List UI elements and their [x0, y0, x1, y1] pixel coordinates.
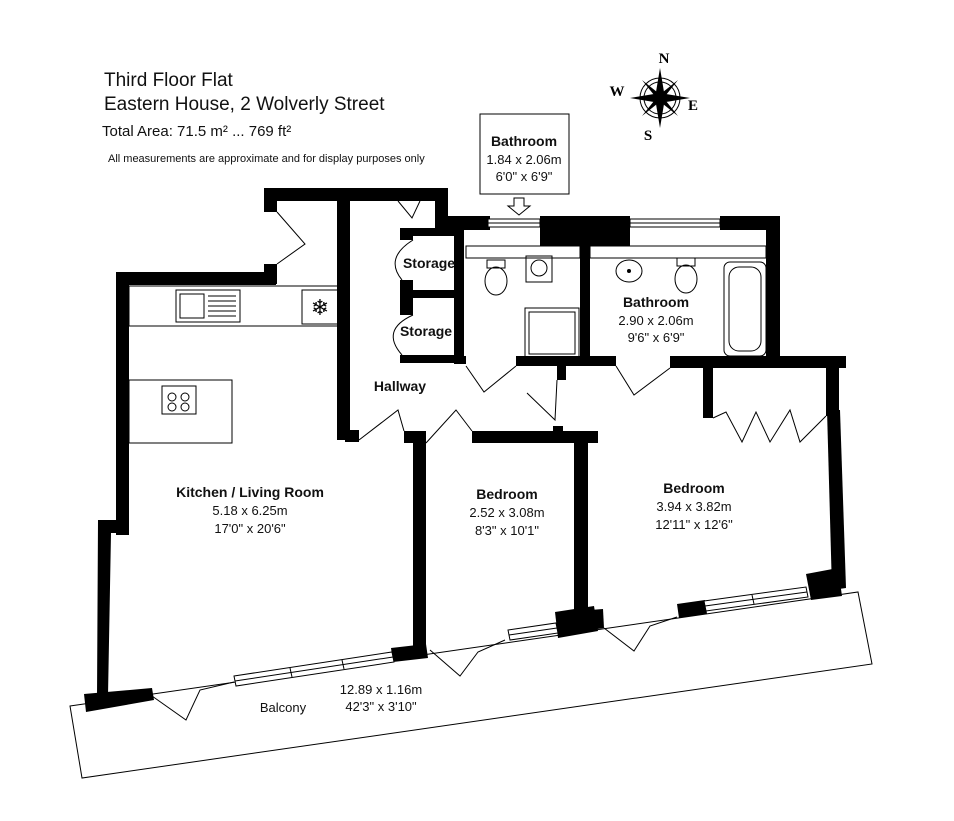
room-imperial: 42'3" x 3'10"	[345, 699, 417, 714]
plan-address: Eastern House, 2 Wolverly Street	[104, 94, 385, 115]
balcony-outline	[69, 591, 873, 779]
bathroom-fittings	[465, 245, 767, 359]
room-metric: 2.52 x 3.08m	[469, 505, 544, 520]
room-bathroom-main: Bathroom 2.90 x 2.06m 9'6" x 6'9"	[618, 294, 693, 345]
compass-icon: N S E W	[610, 51, 699, 144]
compass-south-label: S	[644, 128, 652, 144]
compass-north-label: N	[659, 51, 670, 67]
compass-east-label: E	[688, 98, 698, 114]
total-area: Total Area: 71.5 m² ... 769 ft²	[102, 123, 292, 140]
room-imperial: 6'0" x 6'9"	[496, 169, 553, 184]
room-storage-2: Storage	[400, 323, 452, 339]
room-name: Bathroom	[491, 133, 557, 149]
room-metric: 1.84 x 2.06m	[486, 152, 561, 167]
windows	[233, 218, 809, 687]
compass-west-label: W	[610, 84, 625, 100]
arrow-down-icon	[506, 197, 532, 216]
room-imperial: 12'11" x 12'6"	[655, 517, 733, 532]
room-name: Bathroom	[623, 294, 689, 310]
room-name: Kitchen / Living Room	[176, 484, 324, 500]
room-imperial: 9'6" x 6'9"	[628, 330, 685, 345]
disclaimer-note: All measurements are approximate and for…	[108, 153, 425, 165]
walls	[84, 188, 846, 712]
doors	[151, 200, 827, 721]
room-metric: 12.89 x 1.16m	[340, 682, 422, 697]
room-metric: 5.18 x 6.25m	[212, 503, 287, 518]
room-metric: 3.94 x 3.82m	[656, 499, 731, 514]
kitchen-fittings	[128, 285, 342, 444]
room-hallway: Hallway	[374, 378, 426, 394]
room-bedroom-small: Bedroom 2.52 x 3.08m 8'3" x 10'1"	[469, 486, 544, 538]
room-storage-1: Storage	[403, 255, 455, 271]
room-balcony: Balcony 12.89 x 1.16m 42'3" x 3'10"	[260, 682, 422, 715]
room-kitchen-living: Kitchen / Living Room 5.18 x 6.25m 17'0"…	[176, 484, 324, 536]
room-metric: 2.90 x 2.06m	[618, 313, 693, 328]
freezer-icon: ❄	[311, 295, 329, 320]
room-name: Bedroom	[663, 480, 724, 496]
room-imperial: 8'3" x 10'1"	[475, 523, 539, 538]
room-bathroom-small: Bathroom 1.84 x 2.06m 6'0" x 6'9"	[486, 133, 561, 184]
room-name: Balcony	[260, 700, 307, 715]
room-name: Bedroom	[476, 486, 537, 502]
room-bedroom-large: Bedroom 3.94 x 3.82m 12'11" x 12'6"	[655, 480, 733, 532]
bathroom-callout-box	[479, 113, 570, 195]
room-imperial: 17'0" x 20'6"	[214, 521, 286, 536]
plan-title: Third Floor Flat	[104, 70, 233, 91]
